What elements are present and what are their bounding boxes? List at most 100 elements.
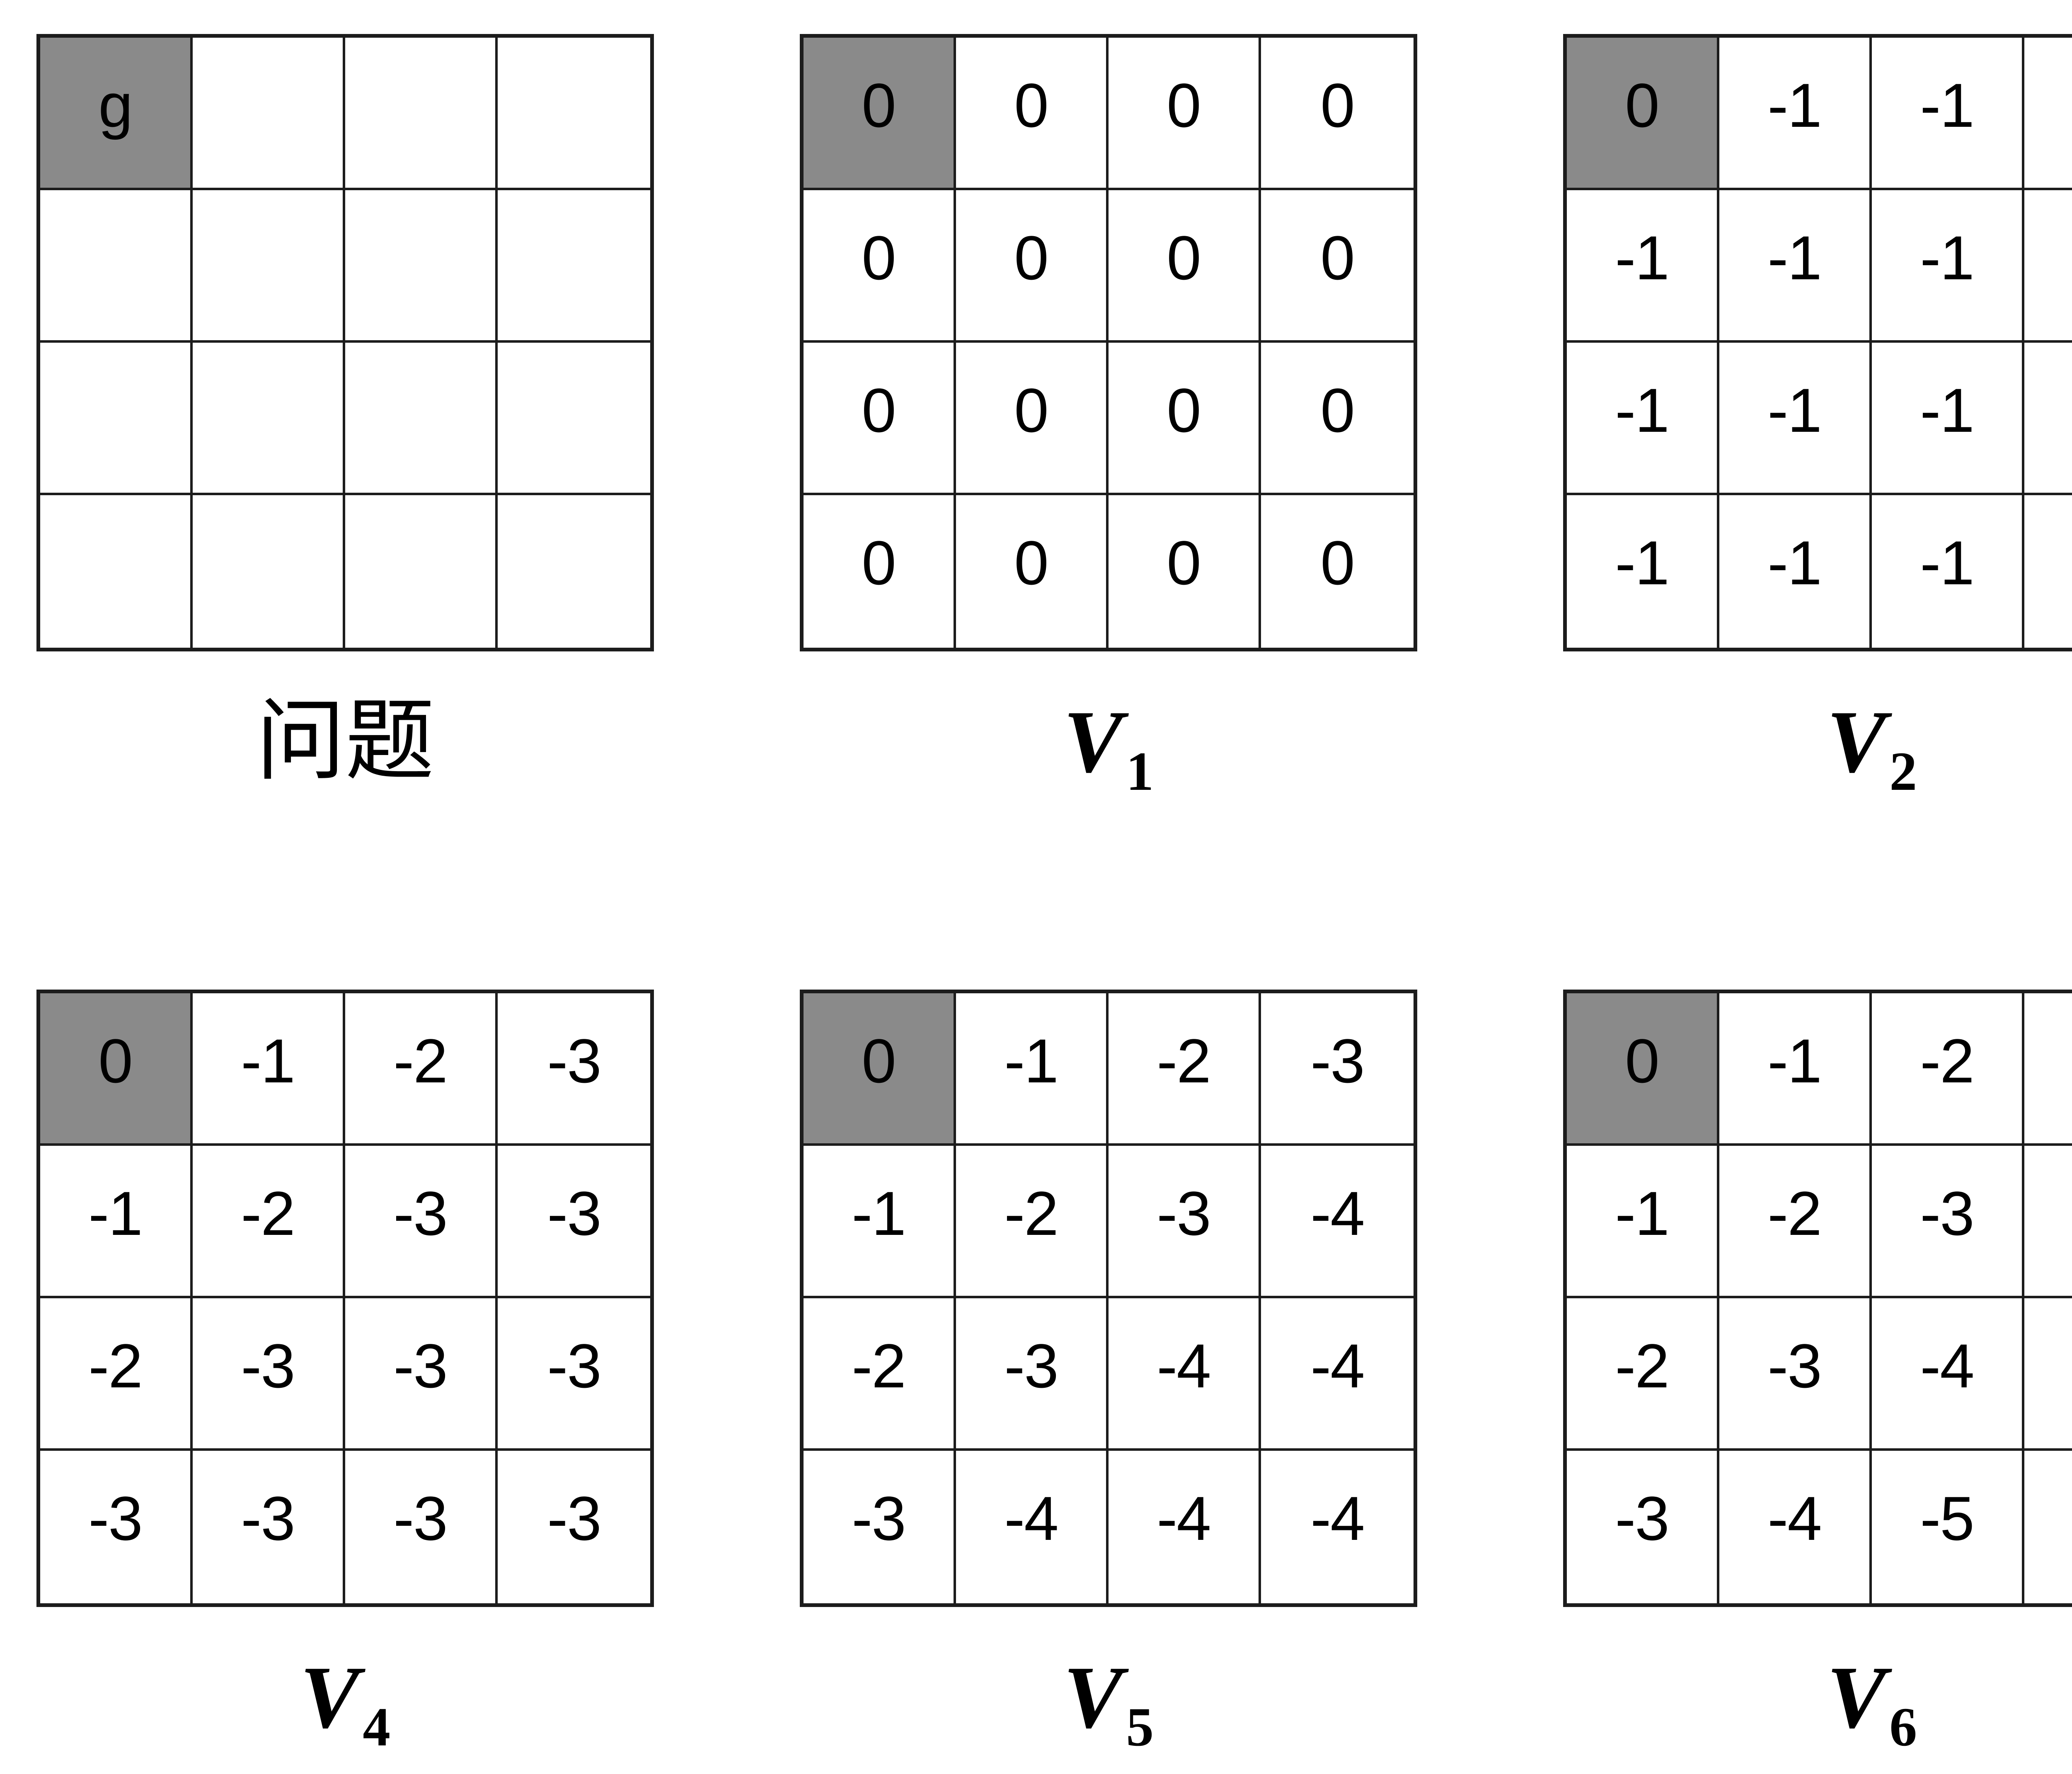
grid-cell[interactable] — [498, 495, 650, 648]
grid-cell[interactable]: -2 — [193, 1146, 345, 1298]
grid-cell[interactable]: 0 — [804, 495, 956, 648]
grid-cell[interactable]: -5 — [2024, 1451, 2072, 1603]
grid-cell[interactable]: -1 — [1719, 993, 1872, 1146]
grid-cell[interactable]: 0 — [804, 343, 956, 495]
grid-cell[interactable]: -1 — [1872, 343, 2024, 495]
value-grid-v5: 0-1-2-3-1-2-3-4-2-3-4-4-3-4-4-4 — [800, 990, 1417, 1607]
grid-cell[interactable]: -4 — [1261, 1451, 1414, 1603]
grid-cell[interactable]: -3 — [1261, 993, 1414, 1146]
grid-cell[interactable]: -4 — [1109, 1298, 1261, 1451]
grid-cell[interactable] — [345, 495, 498, 648]
grid-cell[interactable]: -1 — [1719, 38, 1872, 190]
grid-cell[interactable]: -4 — [1872, 1298, 2024, 1451]
grid-cell[interactable] — [40, 495, 193, 648]
grid-cell[interactable]: -1 — [2024, 343, 2072, 495]
grid-cell[interactable]: -1 — [1567, 1146, 1719, 1298]
grid-cell[interactable]: -1 — [40, 1146, 193, 1298]
grid-cell[interactable]: -3 — [498, 1451, 650, 1603]
grid-cell[interactable]: 0 — [956, 343, 1109, 495]
grid-cell[interactable]: 0 — [1109, 38, 1261, 190]
grid-cell[interactable]: -2 — [956, 1146, 1109, 1298]
grid-cell[interactable]: -2 — [1109, 993, 1261, 1146]
grid-cell[interactable]: -4 — [1261, 1146, 1414, 1298]
grid-cell[interactable]: -1 — [2024, 38, 2072, 190]
grid-cell[interactable]: 0 — [1567, 993, 1719, 1146]
grid-cell[interactable]: -1 — [1872, 38, 2024, 190]
grid-cell[interactable]: -3 — [498, 1146, 650, 1298]
grid-cell[interactable]: -5 — [1872, 1451, 2024, 1603]
grid-cell[interactable]: -1 — [1719, 495, 1872, 648]
grid-cell[interactable]: 0 — [1109, 190, 1261, 343]
grid-cell[interactable] — [345, 38, 498, 190]
grid-cell[interactable]: 0 — [956, 38, 1109, 190]
grid-cell[interactable]: -3 — [40, 1451, 193, 1603]
grid-cell[interactable] — [498, 190, 650, 343]
grid-cell[interactable]: -1 — [804, 1146, 956, 1298]
grid-cell[interactable]: -3 — [193, 1451, 345, 1603]
grid-cell[interactable]: -3 — [1109, 1146, 1261, 1298]
grid-cell[interactable] — [193, 38, 345, 190]
grid-cell[interactable]: -4 — [1719, 1451, 1872, 1603]
grid-cell[interactable]: g — [40, 38, 193, 190]
grid-cell[interactable]: -3 — [1872, 1146, 2024, 1298]
grid-cell[interactable]: 0 — [1261, 38, 1414, 190]
grid-cell[interactable]: -1 — [2024, 495, 2072, 648]
grid-cell[interactable]: -1 — [1567, 190, 1719, 343]
grid-cell[interactable]: -5 — [2024, 1298, 2072, 1451]
grid-cell[interactable] — [345, 190, 498, 343]
grid-cell[interactable] — [193, 343, 345, 495]
grid-cell[interactable] — [345, 343, 498, 495]
grid-cell[interactable]: -3 — [804, 1451, 956, 1603]
grid-cell[interactable]: -2 — [1719, 1146, 1872, 1298]
grid-cell[interactable]: -4 — [2024, 1146, 2072, 1298]
grid-cell[interactable]: 0 — [40, 993, 193, 1146]
grid-cell[interactable] — [40, 343, 193, 495]
grid-cell[interactable]: -4 — [956, 1451, 1109, 1603]
grid-cell[interactable]: -3 — [1719, 1298, 1872, 1451]
grid-cell[interactable]: -3 — [345, 1451, 498, 1603]
grid-cell[interactable]: -3 — [345, 1146, 498, 1298]
grid-cell[interactable]: -2 — [1872, 993, 2024, 1146]
grid-cell[interactable]: 0 — [956, 190, 1109, 343]
grid-cell[interactable]: -1 — [2024, 190, 2072, 343]
grid-cell[interactable]: -2 — [345, 993, 498, 1146]
grid-cell[interactable]: 0 — [1109, 495, 1261, 648]
grid-cell[interactable]: 0 — [1261, 343, 1414, 495]
grid-cell[interactable]: 0 — [1261, 190, 1414, 343]
grid-cell[interactable]: -1 — [1719, 343, 1872, 495]
grid-cell[interactable]: -3 — [956, 1298, 1109, 1451]
grid-cell[interactable] — [193, 495, 345, 648]
grid-cell[interactable]: 0 — [804, 993, 956, 1146]
grid-cell[interactable] — [40, 190, 193, 343]
grid-cell[interactable]: -3 — [1567, 1451, 1719, 1603]
grid-cell[interactable] — [193, 190, 345, 343]
grid-cell[interactable]: 0 — [804, 38, 956, 190]
grid-cell[interactable]: -2 — [1567, 1298, 1719, 1451]
grid-cell[interactable] — [498, 38, 650, 190]
grid-cell[interactable]: -3 — [498, 1298, 650, 1451]
grid-cell[interactable]: -3 — [193, 1298, 345, 1451]
grid-cell[interactable]: -3 — [345, 1298, 498, 1451]
value-grid-v6: 0-1-2-3-1-2-3-4-2-3-4-5-3-4-5-5 — [1563, 990, 2072, 1607]
grid-cell[interactable]: 0 — [956, 495, 1109, 648]
grid-cell[interactable]: 0 — [1261, 495, 1414, 648]
grid-cell[interactable]: 0 — [1109, 343, 1261, 495]
grid-cell[interactable]: -3 — [2024, 993, 2072, 1146]
grid-cell[interactable]: 0 — [1567, 38, 1719, 190]
grid-cell[interactable]: -1 — [1719, 190, 1872, 343]
grid-cell[interactable]: -4 — [1261, 1298, 1414, 1451]
panel-caption-problem: 问题 — [36, 697, 654, 786]
grid-cell[interactable]: -1 — [956, 993, 1109, 1146]
grid-cell[interactable]: -1 — [193, 993, 345, 1146]
grid-cell[interactable]: -4 — [1109, 1451, 1261, 1603]
grid-cell[interactable]: -2 — [40, 1298, 193, 1451]
grid-cell[interactable]: -1 — [1872, 495, 2024, 648]
grid-cell[interactable]: -1 — [1567, 495, 1719, 648]
grid-cell[interactable]: -1 — [1872, 190, 2024, 343]
grid-cell[interactable]: -1 — [1567, 343, 1719, 495]
grid-cell[interactable] — [498, 343, 650, 495]
grid-cell[interactable]: -3 — [498, 993, 650, 1146]
grid-cell[interactable]: -2 — [804, 1298, 956, 1451]
grid-cell[interactable]: 0 — [804, 190, 956, 343]
